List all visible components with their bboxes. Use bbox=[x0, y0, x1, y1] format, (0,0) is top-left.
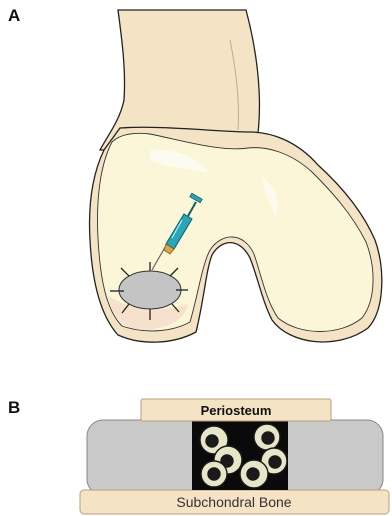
periosteum-label: Periosteum bbox=[201, 403, 272, 418]
chondrocyte-2 bbox=[254, 424, 280, 450]
chondrocyte-6 bbox=[240, 460, 268, 488]
layer-diagram: Periosteum Subchondral Bone bbox=[80, 399, 389, 514]
femur-illustration bbox=[90, 10, 382, 342]
subchondral-bone-label: Subchondral Bone bbox=[176, 494, 291, 510]
cartilage-defect bbox=[119, 271, 181, 309]
chondrocyte-5 bbox=[201, 461, 227, 487]
